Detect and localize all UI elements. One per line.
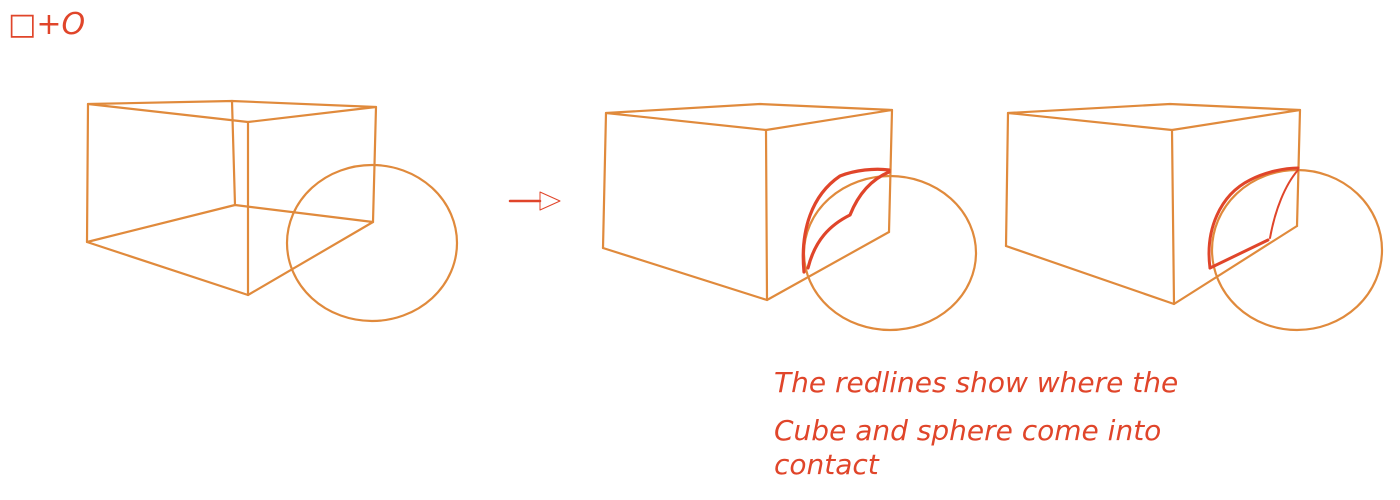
panel-2 [601,102,978,332]
cube-2-edge [601,111,608,250]
cube-2-edge [764,128,769,302]
cube-1 [85,99,378,297]
cube-2 [601,102,894,302]
cube-3-bottom [1004,224,1299,306]
cube-2-bottom [601,230,891,302]
contact-lines-2 [801,167,891,274]
contact-lines-3 [1207,166,1300,270]
panel-1 [85,99,459,323]
annotation-line-3: contact [774,448,880,481]
cube-2-top [604,102,894,132]
contact-curve [1208,238,1270,270]
annotation-line-1: The redlines show where the [774,366,1178,399]
cube-1-edge [85,102,90,244]
panel-3 [1004,102,1384,332]
cube-3 [1004,102,1302,306]
cube-3-edge [1170,128,1176,306]
cube-3-top [1006,102,1302,132]
contact-curve [1269,169,1299,239]
cube-2-edge [887,108,894,234]
contact-curve [1207,166,1300,270]
arrow [508,191,561,211]
contact-curve [801,167,891,274]
annotation: The redlines show where the Cube and sph… [774,366,1178,481]
cube-1-edge [230,99,237,207]
contact-curve [806,170,891,270]
header-label: □+O [8,7,85,42]
sphere-1 [285,163,459,323]
annotation-line-2: Cube and sphere come into [774,414,1161,447]
cube-3-edge [1004,111,1010,248]
cube-1-bottom [85,203,375,297]
